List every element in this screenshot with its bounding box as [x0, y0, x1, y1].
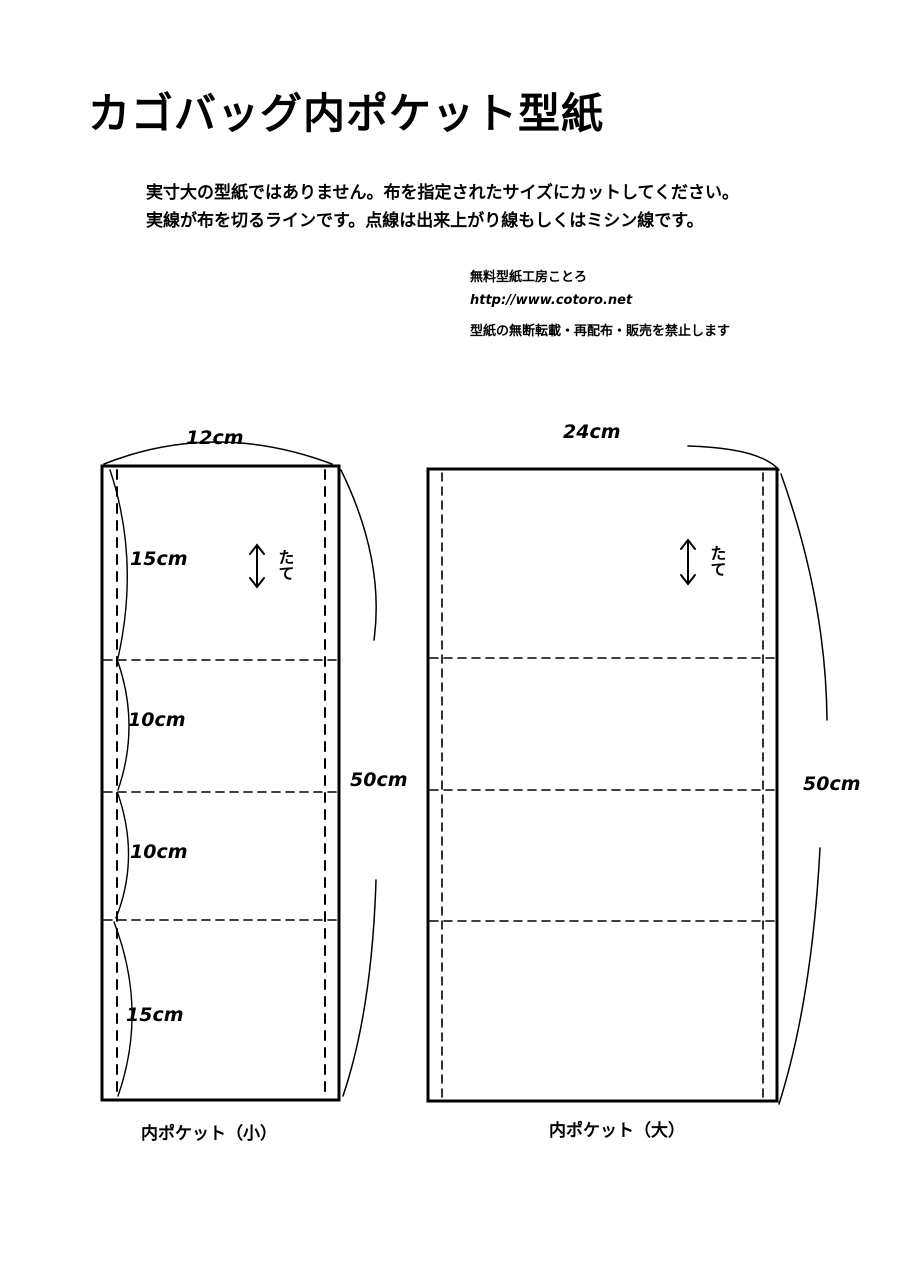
small-height-arc-top [340, 469, 377, 641]
small-pocket-caption: 内ポケット（小） [141, 1123, 277, 1144]
large-width-arc-right [687, 445, 780, 471]
small-height-arc-bottom [342, 879, 377, 1097]
large-pocket-cut-line [426, 467, 779, 1103]
small-grain-label: たて [276, 549, 295, 581]
small-pocket-pattern [100, 441, 377, 1102]
large-height-arc-top [780, 473, 828, 721]
large-width-label: 24cm [563, 421, 621, 443]
small-section-arc-2 [117, 661, 130, 791]
small-grain-arrow-icon [249, 543, 265, 589]
instruction-line-1: 実寸大の型紙ではありません。布を指定されたサイズにカットしてください。 [146, 183, 739, 203]
small-width-arc [103, 441, 333, 465]
small-section-arc-1 [109, 469, 129, 659]
small-height-label: 50cm [350, 769, 408, 791]
small-section-4-label: 15cm [126, 1004, 184, 1026]
page-title: カゴバッグ内ポケット型紙 [88, 89, 605, 138]
small-section-arc-3 [115, 793, 130, 919]
small-section-3-label: 10cm [130, 841, 188, 863]
instruction-line-2: 実線が布を切るラインです。点線は出来上がり線もしくはミシン線です。 [146, 211, 704, 231]
small-section-arc-4 [113, 921, 133, 1097]
large-height-arc-bottom [778, 847, 821, 1105]
credit-url: http://www.cotoro.net [470, 293, 633, 308]
credit-name: 無料型紙工房ことろ [470, 270, 588, 285]
large-grain-label: たて [708, 545, 727, 577]
small-width-label: 12cm [186, 427, 244, 449]
small-section-2-label: 10cm [128, 709, 186, 731]
large-height-label: 50cm [803, 773, 861, 795]
small-section-1-label: 15cm [130, 548, 188, 570]
large-pocket-pattern [426, 445, 828, 1105]
large-grain-arrow-icon [680, 538, 696, 586]
copyright-note: 型紙の無断転載・再配布・販売を禁止します [470, 324, 731, 339]
small-pocket-cut-line [100, 464, 341, 1102]
large-pocket-caption: 内ポケット（大） [549, 1120, 685, 1141]
